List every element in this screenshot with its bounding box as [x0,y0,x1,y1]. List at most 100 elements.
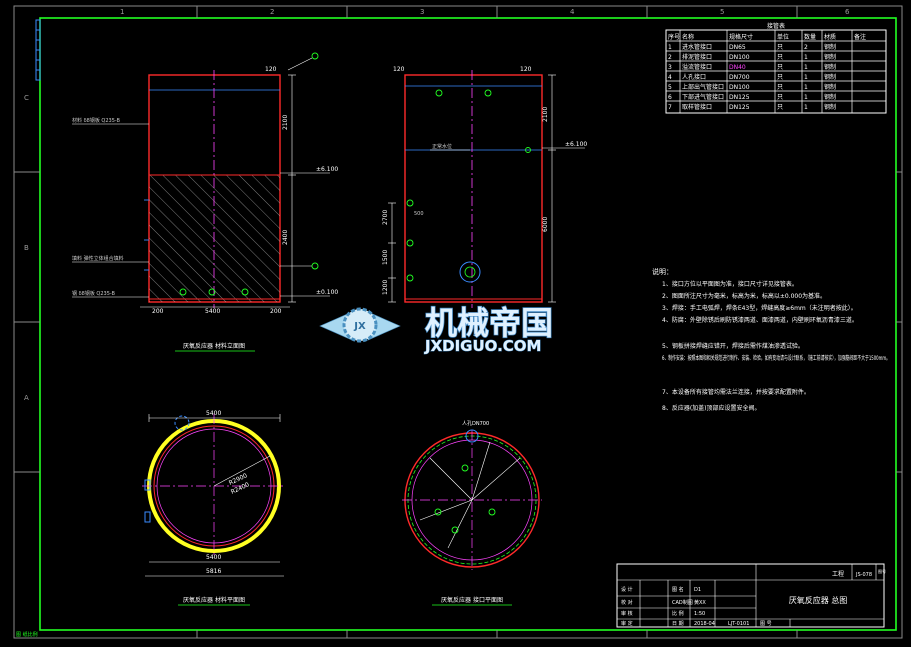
ruler-top-5: 5 [720,8,724,16]
left-elev-dim-lower: 2400 [282,230,289,245]
title-block-sheet-label: 图 号 [760,621,772,627]
nozzle-table-cell: 排泥管接口 [682,53,712,61]
title-block-cell: 设 计 [621,586,633,593]
notes-title: 说明： [652,267,673,276]
right-elev-top-right: 120 [520,66,532,73]
left-elevation: 120 2100 2400 ±6.100 ±0.100 200 5400 200… [72,52,338,352]
watermark-emblem: JX [353,321,366,332]
title-block-cell: 日 期 [672,621,684,627]
nozzle-table-header: 名称 [682,33,694,41]
left-elev-dim-upper: 2100 [282,115,289,130]
title-block-sheet-value: LJT-0101 [728,621,749,627]
nozzle-table-cell: 上部出气管接口 [682,83,724,91]
title-block-cell: 黄XX [694,599,706,606]
nozzle-table-cell: 只 [777,54,783,61]
note-item: 4、防腐：外壁除锈后刷防锈漆两道、面漆两道，内壁刷环氧沥青漆三道。 [662,316,858,324]
note-item: 8、反应器(加盖)顶部应设置安全阀。 [662,404,761,412]
left-plan: 5400 5400 5816 R2900 R2400 厌氧反应器 材料平面图 [142,410,286,606]
manhole-circle [459,261,481,283]
right-plan: 人孔DN700 厌氧反应器 接口平面图 [402,420,542,606]
note-item: 1、接口方位以平面图为准，接口尺寸详见接管表。 [662,280,798,288]
left-edge-ticks [35,19,41,81]
nozzle-table-header: 备注 [854,33,866,41]
nozzle-table-cell: DN65 [729,44,746,51]
nozzle-table-cell: 下部进气管接口 [682,93,724,101]
top-ruler [14,6,902,638]
left-elev-bottom-right: 200 [270,308,282,315]
nozzle-table-cell: 只 [777,64,783,71]
right-elevation: 120 120 2100 6000 ±6.100 2700 1500 1200 … [382,66,587,308]
right-elev-dim-lower: 6000 [542,217,549,232]
left-plan-top-dim: 5400 [206,410,221,417]
left-elev-label-mid: 填料 弹性立体组合填料 [72,255,124,262]
nozzle-table-cell: 钢制 [824,63,836,71]
nozzle-table-cell: DN125 [729,94,750,101]
right-elev-vdim-2: 1500 [382,250,389,265]
right-elev-vdim-1: 2700 [382,210,389,225]
watermark-brand: 机械帝国 [425,304,553,342]
ruler-side-c: C [24,94,29,102]
left-elev-level-lower: ±0.100 [316,289,338,296]
note-item: 7、本设备所有接管均需法兰连接，并按要求配置附件。 [662,388,810,396]
right-elev-vdim-4: 500 [414,211,424,217]
nozzle-table-cell: 1 [804,104,808,111]
title-block-cell: 图 名 [672,586,684,593]
nozzle-table-cell: 只 [777,104,783,111]
right-plan-label: 人孔DN700 [462,420,489,427]
right-elev-water-line: 正常水位 [432,143,452,150]
left-elev-caption: 厌氧反应器 材料立面图 [183,342,245,350]
nozzle-table-cell: 1 [804,54,808,61]
nozzle-table-cell: 钢制 [824,93,836,101]
ruler-top-2: 2 [270,8,274,16]
nozzle-table-cell: 5 [668,84,672,91]
nozzle-table-cell: DN700 [729,74,750,81]
ruler-side-a: A [24,394,29,402]
ruler-top-3: 3 [420,8,424,16]
title-block-corner: 图号 [878,568,886,574]
nozzle-table-header: 规格尺寸 [729,33,753,41]
nozzle-table-cell: 1 [804,94,808,101]
nozzle-table-cell: DN100 [729,54,750,61]
title-block-cell: CAD制图 [672,599,693,606]
nozzle-table-cell: 钢制 [824,43,836,51]
right-elev-vdim-3: 1200 [382,280,389,295]
title-block-code-label: 工程 [832,570,844,578]
left-elev-level-upper: ±6.100 [316,166,338,173]
title-block-cell: D1 [694,587,701,593]
note-item: 3、焊接：手工电弧焊，焊条E43型，焊缝高度≥6mm（未注明者按此）。 [662,304,857,312]
right-elev-dim-upper: 2100 [542,107,549,122]
title-block-code-value: JS-078 [855,572,872,578]
nozzle-table-cell: 1 [804,64,808,71]
ruler-top-1: 1 [120,8,124,16]
left-plan-caption: 厌氧反应器 材料平面图 [183,596,245,604]
title-block-cell: 1:50 [694,611,705,617]
watermark-url: JXDIGUO.COM [424,337,541,355]
nozzle-table-header: 数量 [804,33,816,41]
watermark-logo: JX 机械帝国 JXDIGUO.COM [319,303,554,355]
corner-note: 图 纸比例 [16,631,38,638]
title-block-cell: 比 例 [672,610,684,617]
nozzle-table-cell: 钢制 [824,103,836,111]
nozzle-table-cell: 4 [668,74,672,81]
ruler-side-b: B [24,244,29,252]
nozzle-table-cell: 只 [777,74,783,81]
title-block-cell: 审 核 [621,610,633,617]
nozzle-table-cell: 1 [668,44,672,51]
nozzle-table-cell: 7 [668,104,672,111]
nozzle-table-header: 序号 [668,33,680,41]
nozzle-table-cell: DN100 [729,84,750,91]
ruler-top-4: 4 [570,8,575,16]
left-elev-bottom-left: 200 [152,308,164,315]
left-elev-label-bottom: 钢 δ8钢板 Q235-B [72,290,116,297]
nozzle-table-cell: 2 [804,44,808,51]
nozzle-table-cell: 1 [804,74,808,81]
nozzle-table-cell: DN125 [729,104,750,111]
nozzle-table-cell: 人孔接口 [682,73,706,81]
nozzle-table-cell: 取样管接口 [682,103,712,111]
nozzle-table-cell: DN40 [729,64,746,71]
nozzle-table-cell: 钢制 [824,83,836,91]
title-block-cell: 2018-04 [694,621,715,627]
note-item: 2、图面所注尺寸为毫米，标高为米，标高以±0.000为基准。 [662,292,826,300]
note-item: 6、制作安装：按照本图和相关规范进行制作、安装、检验，如有变动请与设计联系，（施… [662,354,890,362]
left-plan-bottom-dim-1: 5400 [206,554,221,561]
